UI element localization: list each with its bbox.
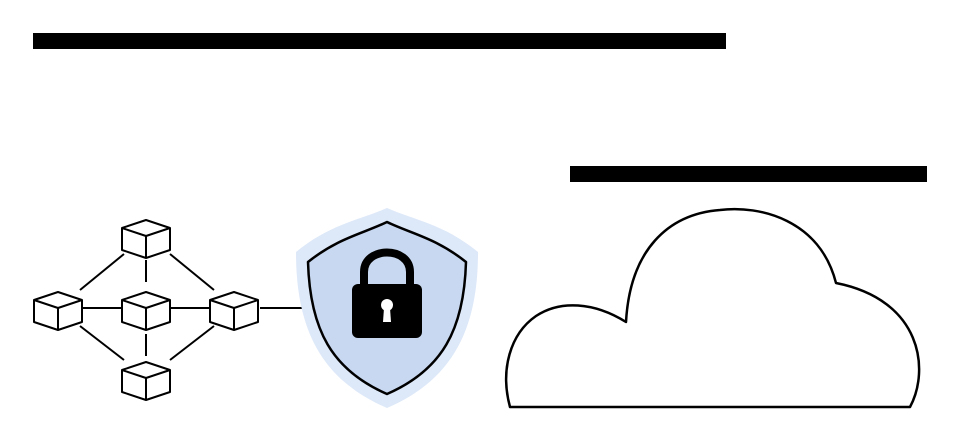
keyhole-slot bbox=[383, 308, 391, 322]
blockchain-network-icon bbox=[33, 219, 302, 401]
title-placeholder-bar bbox=[33, 33, 726, 49]
shield-lock-icon bbox=[296, 208, 478, 408]
network-node-bottom bbox=[121, 361, 171, 401]
network-node-top bbox=[121, 219, 171, 259]
network-node-center bbox=[121, 291, 171, 331]
cloud-icon bbox=[504, 207, 921, 409]
lock-shackle bbox=[360, 248, 414, 286]
network-node-right bbox=[209, 291, 259, 331]
network-links bbox=[79, 253, 302, 361]
subtitle-placeholder-bar bbox=[570, 166, 927, 182]
network-node-left bbox=[33, 291, 83, 331]
